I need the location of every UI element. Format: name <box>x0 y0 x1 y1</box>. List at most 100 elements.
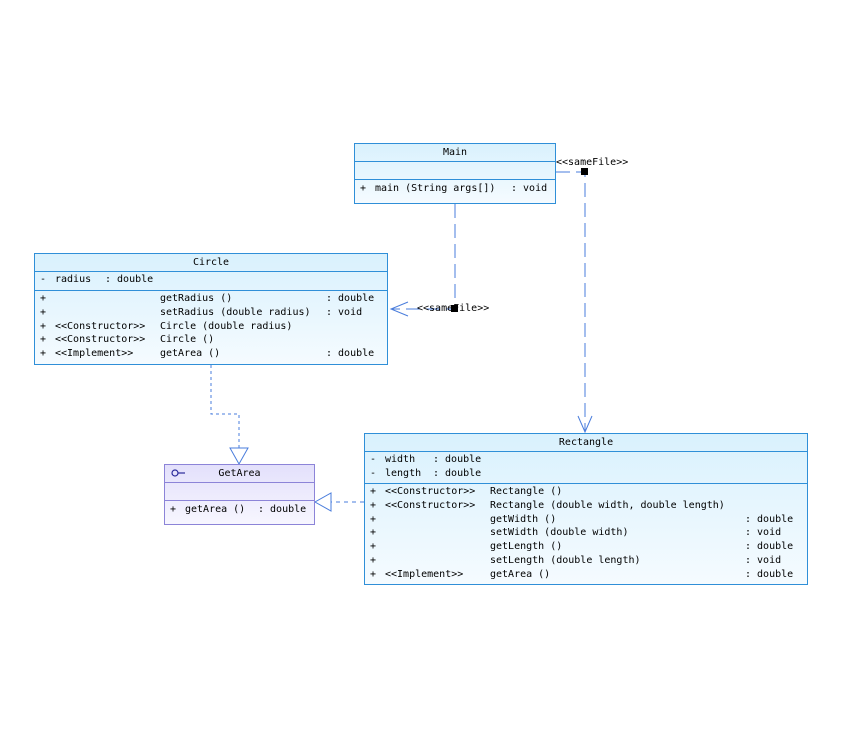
operation-row[interactable]: + <<Implement>> getArea () : double <box>35 347 387 361</box>
stereotype: <<Constructor>> <box>385 486 476 497</box>
attribute-name: length <box>385 467 422 479</box>
visibility: + <box>40 334 47 346</box>
operation-name: Circle (double radius) <box>160 320 293 332</box>
realization-circle-arrowhead <box>229 447 249 466</box>
attribute-name: radius <box>55 274 92 285</box>
operation-type: : double <box>745 513 794 525</box>
stereotype: <<Constructor>> <box>55 334 146 346</box>
operation-row[interactable]: + <<Implement>> getArea () : double <box>365 568 807 582</box>
operation-type: : void <box>326 306 363 318</box>
dependency-main-to-circle-arrowhead <box>389 301 409 317</box>
connector-handle[interactable] <box>451 305 458 312</box>
stereotype: <<Constructor>> <box>385 499 476 511</box>
operation-name: getArea () <box>490 568 551 580</box>
operation-name: getLength () <box>490 541 563 553</box>
class-main-title: Main <box>442 147 468 158</box>
operation-type: : void <box>511 183 548 194</box>
operation-name: main (String args[]) <box>375 183 496 194</box>
operation-type: : double <box>326 348 375 360</box>
class-circle-operations: + getRadius () : double + setRadius (dou… <box>35 290 387 362</box>
operation-type: : double <box>326 293 375 304</box>
operation-name: setWidth (double width) <box>490 527 629 539</box>
attribute-row[interactable]: - width : double <box>365 453 807 467</box>
operation-row[interactable]: + <<Constructor>> Rectangle () <box>365 485 807 499</box>
operation-type: : double <box>258 504 307 515</box>
attribute-type: : double <box>433 454 482 465</box>
visibility: + <box>370 499 377 511</box>
class-circle-title: Circle <box>192 257 230 268</box>
operation-name: setLength (double length) <box>490 554 641 566</box>
operation-row[interactable]: + getLength () : double <box>365 540 807 554</box>
operation-row[interactable]: + <<Constructor>> Circle (double radius) <box>35 320 387 334</box>
visibility: + <box>170 504 177 515</box>
dependency-main-to-rectangle-arrowhead <box>577 415 593 434</box>
operation-type: : double <box>745 568 794 580</box>
operation-name: getWidth () <box>490 513 557 525</box>
dependency-main-to-rectangle[interactable] <box>556 171 586 432</box>
stereotype: <<Implement>> <box>55 348 134 360</box>
interface-getarea-title: GetArea <box>218 468 261 479</box>
class-rectangle-attributes: - width : double - length : double <box>365 451 807 483</box>
stereotype: <<Implement>> <box>385 568 464 580</box>
interface-getarea-attributes <box>165 482 314 500</box>
operation-type: : void <box>745 527 782 539</box>
samefile-label-circle: <<sameFile>> <box>417 303 490 314</box>
operation-name: Rectangle () <box>490 486 563 497</box>
operation-row[interactable]: + main (String args[]) : void <box>355 182 555 196</box>
class-circle[interactable]: Circle - radius : double + getRadius () … <box>34 253 388 365</box>
operation-name: getArea () <box>185 504 246 515</box>
visibility: + <box>370 568 377 580</box>
class-main-operations: + main (String args[]) : void <box>355 179 555 197</box>
interface-getarea-operations: + getArea () : double <box>165 500 314 518</box>
attribute-row[interactable]: - length : double <box>365 467 807 481</box>
visibility: + <box>40 306 47 318</box>
connector-handle[interactable] <box>581 168 588 175</box>
operation-row[interactable]: + setWidth (double width) : void <box>365 526 807 540</box>
visibility: + <box>360 183 367 194</box>
realization-circle-to-getarea[interactable] <box>210 365 240 448</box>
operation-name: getRadius () <box>160 293 233 304</box>
realization-rectangle-arrowhead <box>313 492 332 512</box>
operation-name: Circle () <box>160 334 215 346</box>
visibility: + <box>370 486 377 497</box>
class-rectangle-operations: + <<Constructor>> Rectangle () + <<Const… <box>365 483 807 583</box>
class-rectangle-title: Rectangle <box>558 437 614 448</box>
visibility: + <box>40 348 47 360</box>
visibility: - <box>370 467 377 479</box>
attribute-name: width <box>385 454 416 465</box>
class-circle-attributes: - radius : double <box>35 271 387 290</box>
visibility: + <box>40 320 47 332</box>
operation-row[interactable]: + setRadius (double radius) : void <box>35 306 387 320</box>
class-main-attributes <box>355 161 555 179</box>
dependency-main-to-circle[interactable] <box>391 204 456 310</box>
attribute-row[interactable]: - radius : double <box>35 273 387 287</box>
stereotype: <<Constructor>> <box>55 320 146 332</box>
visibility: + <box>40 293 47 304</box>
operation-type: : double <box>745 541 794 553</box>
operation-type: : void <box>745 554 782 566</box>
class-main[interactable]: Main + main (String args[]) : void <box>354 143 556 204</box>
visibility: - <box>40 274 47 285</box>
interface-lollipop-icon <box>171 469 185 477</box>
visibility: + <box>370 554 377 566</box>
operation-row[interactable]: + <<Constructor>> Circle () <box>35 333 387 347</box>
operation-row[interactable]: + setLength (double length) : void <box>365 554 807 568</box>
operation-name: Rectangle (double width, double length) <box>490 499 725 511</box>
attribute-type: : double <box>105 274 154 285</box>
operation-row[interactable]: + getWidth () : double <box>365 513 807 527</box>
operation-row[interactable]: + <<Constructor>> Rectangle (double widt… <box>365 499 807 513</box>
operation-row[interactable]: + getArea () : double <box>165 503 314 517</box>
visibility: + <box>370 513 377 525</box>
operation-name: getArea () <box>160 348 221 360</box>
samefile-label-rectangle: <<sameFile>> <box>556 157 629 168</box>
operation-row[interactable]: + getRadius () : double <box>35 292 387 306</box>
operation-name: setRadius (double radius) <box>160 306 311 318</box>
visibility: + <box>370 541 377 553</box>
visibility: - <box>370 454 377 465</box>
visibility: + <box>370 527 377 539</box>
class-rectangle[interactable]: Rectangle - width : double - length : do… <box>364 433 808 585</box>
interface-getarea[interactable]: GetArea + getArea () : double <box>164 464 315 525</box>
attribute-type: : double <box>433 467 482 479</box>
